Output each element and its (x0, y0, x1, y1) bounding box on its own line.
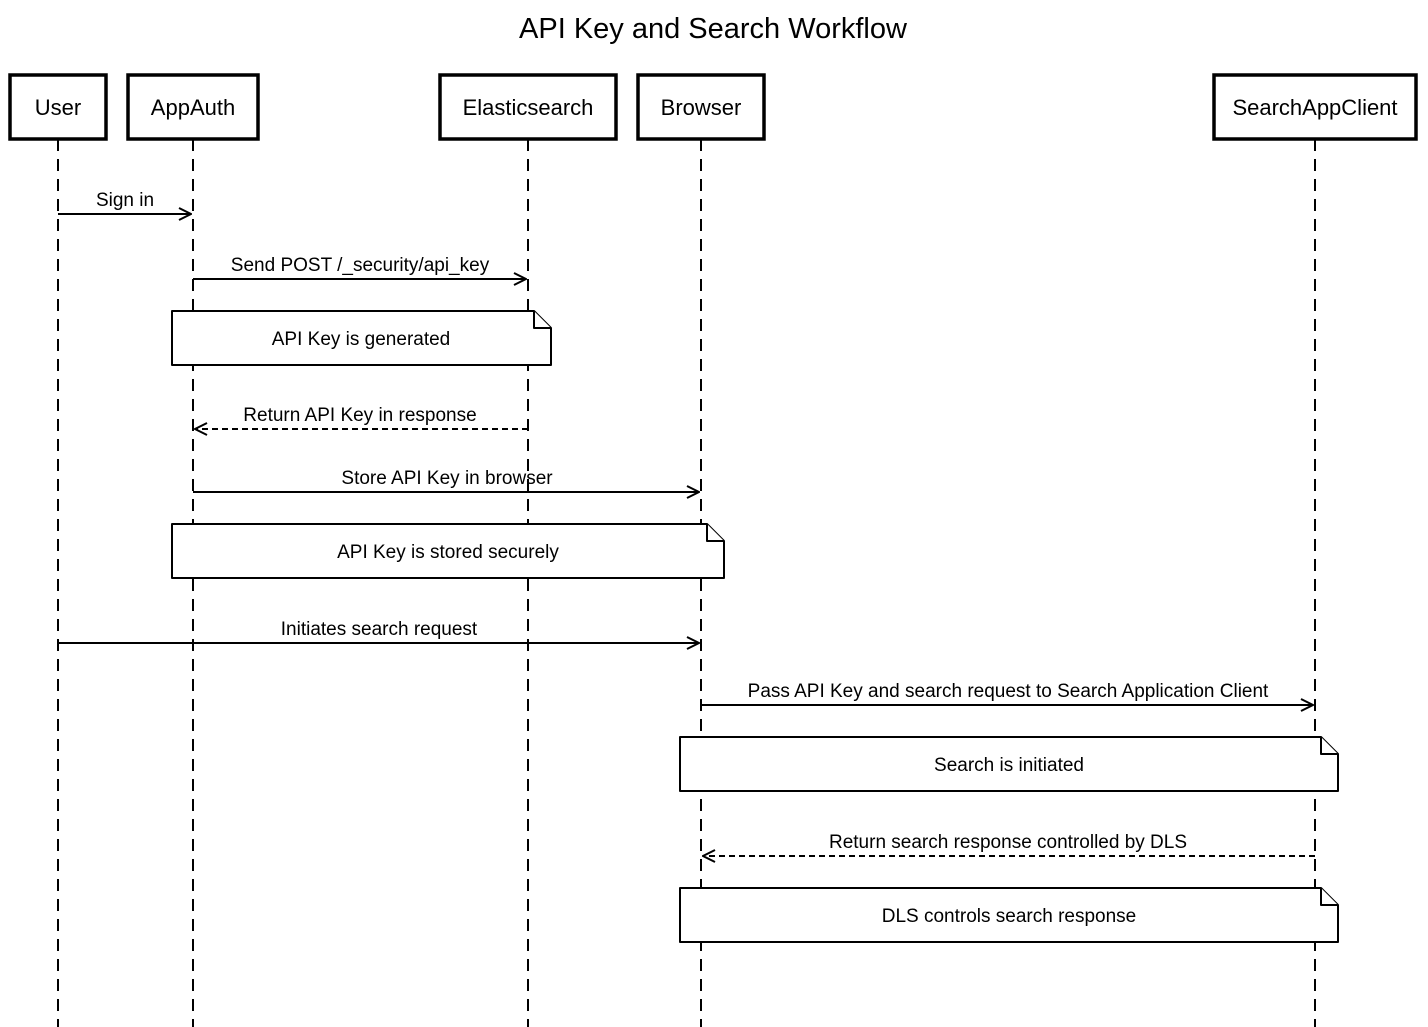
note-dls-controls-response: DLS controls search response (679, 887, 1339, 943)
participant-elasticsearch: Elasticsearch (438, 73, 618, 141)
message-pass-api-key: Pass API Key and search request to Searc… (701, 681, 1313, 705)
participant-label: User (35, 95, 81, 120)
message-label: Send POST /_security/api_key (231, 255, 490, 276)
note-search-initiated: Search is initiated (679, 736, 1339, 792)
participant-browser: Browser (636, 73, 766, 141)
participant-label: Browser (661, 95, 742, 120)
participant-user: User (8, 73, 108, 141)
participant-box (126, 73, 260, 141)
participant-label: AppAuth (151, 95, 235, 120)
participant-box (1212, 73, 1418, 141)
message-label: Store API Key in browser (341, 468, 553, 489)
diagram-title: API Key and Search Workflow (519, 13, 908, 45)
note-label: API Key is stored securely (337, 542, 559, 563)
participant-box (438, 73, 618, 141)
message-initiates-search: Initiates search request (58, 619, 699, 643)
note-body (679, 887, 1339, 943)
message-store-api-key: Store API Key in browser (193, 468, 699, 492)
note-body (679, 736, 1339, 792)
note-api-key-generated: API Key is generated (171, 310, 552, 366)
note-label: Search is initiated (934, 755, 1084, 776)
note-fold-corner (1320, 737, 1338, 755)
message-label: Initiates search request (281, 619, 478, 640)
message-sign-in: Sign in (58, 190, 191, 214)
message-label: Return API Key in response (243, 405, 476, 426)
note-fold-corner (706, 524, 724, 542)
note-body (171, 310, 552, 366)
note-fold-corner (533, 311, 551, 329)
participant-label: SearchAppClient (1232, 95, 1397, 120)
note-api-key-stored: API Key is stored securely (171, 523, 725, 579)
note-body (171, 523, 725, 579)
note-fold-corner (1320, 888, 1338, 906)
message-send-post-api-key: Send POST /_security/api_key (193, 255, 526, 279)
message-label: Return search response controlled by DLS (829, 832, 1187, 853)
participant-box (8, 73, 108, 141)
note-label: API Key is generated (272, 329, 451, 350)
message-return-search-response: Return search response controlled by DLS (703, 832, 1315, 856)
participant-box (636, 73, 766, 141)
message-label: Pass API Key and search request to Searc… (748, 681, 1269, 702)
message-label: Sign in (96, 190, 154, 211)
participant-appauth: AppAuth (126, 73, 260, 141)
participant-label: Elasticsearch (463, 95, 594, 120)
message-return-api-key: Return API Key in response (195, 405, 528, 429)
note-label: DLS controls search response (882, 906, 1137, 927)
participant-searchappclient: SearchAppClient (1212, 73, 1418, 141)
